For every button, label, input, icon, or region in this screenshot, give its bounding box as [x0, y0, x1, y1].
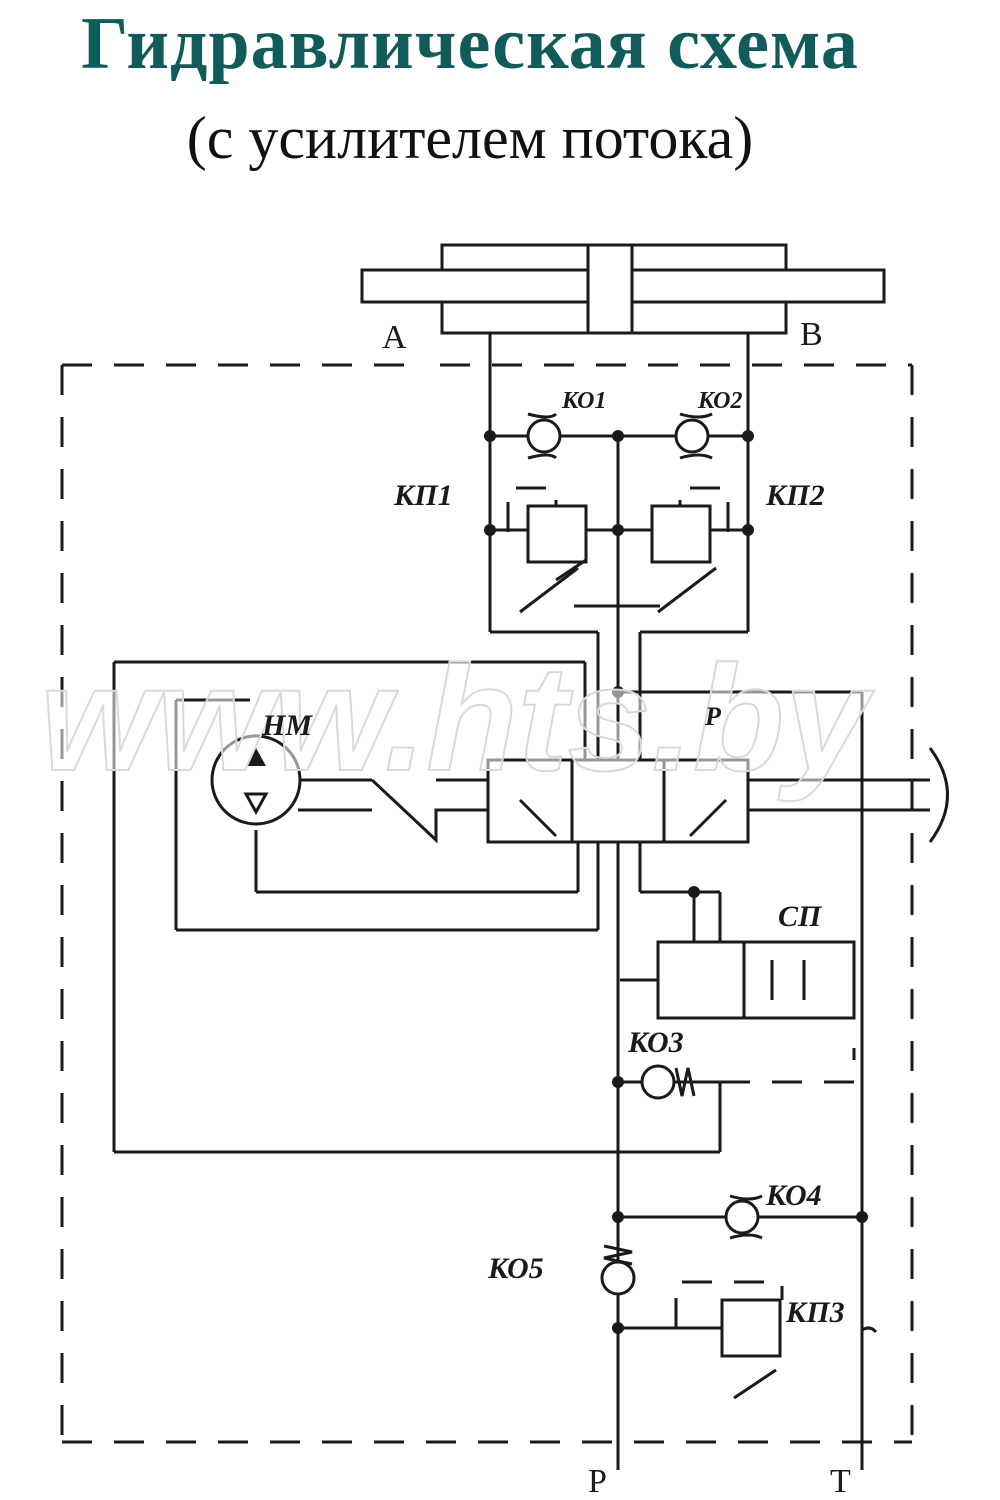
- check-valve-ko3: [640, 1064, 696, 1100]
- unit-boundary: [60, 363, 914, 1444]
- nm-label: НМ: [261, 709, 313, 742]
- priority-valve-sp: [656, 940, 856, 1020]
- check-valve-ko2: [674, 412, 713, 460]
- relief-valve-kp2: [574, 486, 730, 614]
- relief-valve-kp1: [506, 486, 588, 614]
- ko4-label: КО4: [765, 1179, 822, 1212]
- ko5-label: КО5: [487, 1252, 544, 1285]
- port-a-label: A: [382, 319, 407, 356]
- diagram-title: Гидравлическая схема: [81, 3, 859, 85]
- ko2-label: КО2: [697, 388, 742, 414]
- watermark: www.hts.by: [40, 634, 874, 802]
- check-valve-ko4: [724, 1194, 763, 1240]
- valve-port-p-label: P: [704, 702, 722, 731]
- port-t-label: T: [830, 1463, 851, 1500]
- junction-dots: [484, 430, 868, 1334]
- port-b-label: B: [800, 316, 823, 353]
- check-valve-ko5: [600, 1244, 636, 1296]
- control-valve: [486, 758, 750, 844]
- check-valve-ko1: [526, 412, 562, 460]
- steering-cylinder: [360, 243, 886, 335]
- relief-valve-kp3: [720, 1298, 782, 1400]
- metering-motor-nm: [210, 734, 302, 826]
- ko1-label: КО1: [561, 388, 606, 414]
- kp3-label: КП3: [785, 1296, 845, 1329]
- ko3-label: КО3: [627, 1026, 684, 1059]
- diagram-subtitle: (с усилителем потока): [186, 105, 754, 171]
- sp-label: СП: [778, 900, 823, 933]
- kp2-label: КП2: [765, 479, 825, 512]
- kp1-label: КП1: [393, 479, 453, 512]
- port-p-label: P: [588, 1463, 607, 1500]
